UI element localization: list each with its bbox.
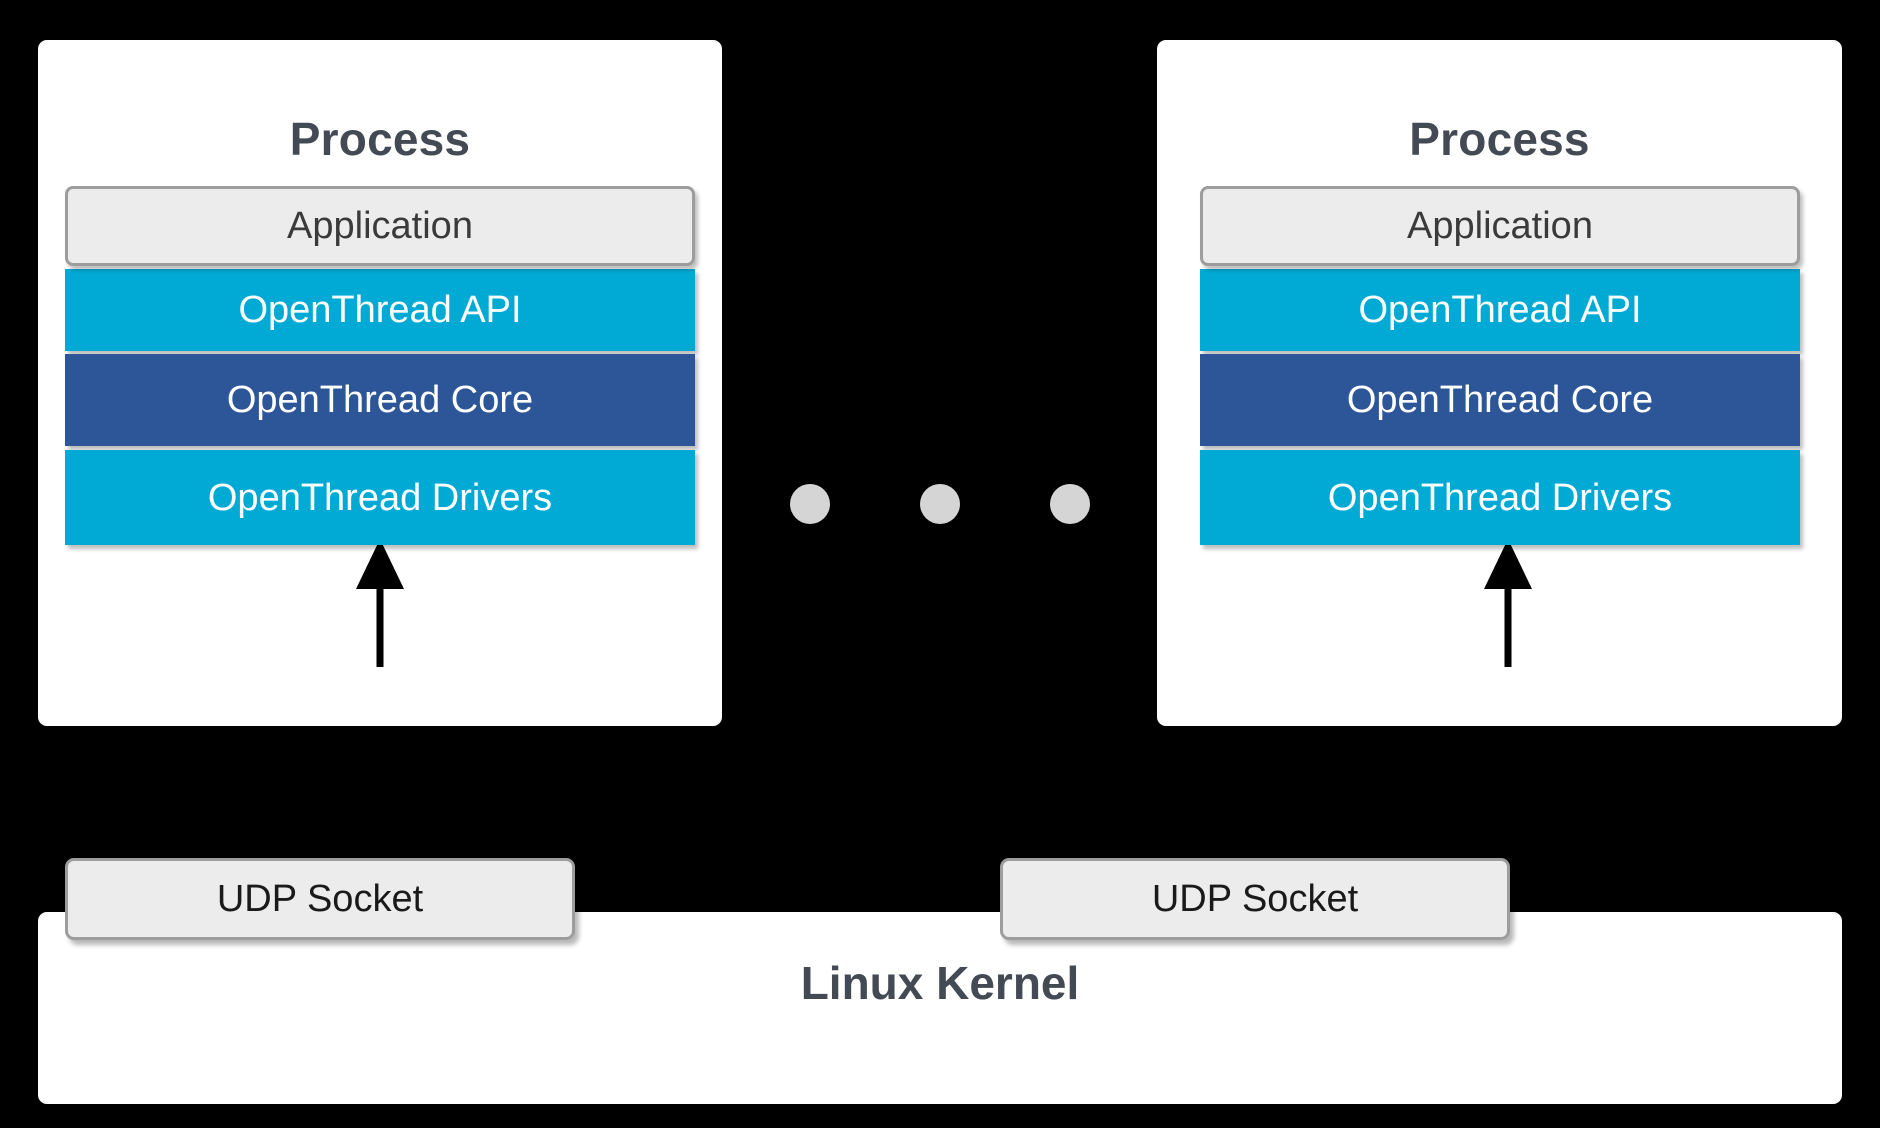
ellipsis-dot: [1050, 484, 1090, 524]
layer-openthread-core-right: OpenThread Core: [1200, 354, 1800, 446]
layer-stack-right: Application OpenThread API OpenThread Co…: [1200, 186, 1800, 545]
arrow-up-icon: [356, 539, 404, 667]
layer-application-right: Application: [1200, 186, 1800, 266]
arrow-up-icon: [1484, 539, 1532, 667]
process-panel-left: Process Application OpenThread API OpenT…: [38, 40, 722, 726]
layer-openthread-drivers-right: OpenThread Drivers: [1200, 450, 1800, 545]
layer-openthread-core-left: OpenThread Core: [65, 354, 695, 446]
layer-openthread-drivers-left: OpenThread Drivers: [65, 450, 695, 545]
ellipsis-dot: [920, 484, 960, 524]
kernel-title: Linux Kernel: [800, 957, 1080, 1009]
process-panel-right: Process Application OpenThread API OpenT…: [1157, 40, 1842, 726]
process-title-left: Process: [289, 113, 471, 165]
layer-openthread-api-left: OpenThread API: [65, 269, 695, 351]
process-title-right: Process: [1409, 113, 1590, 165]
ellipsis-dots-icon: [790, 483, 1090, 525]
kernel-panel: Linux Kernel UDP Socket UDP Socket: [38, 858, 1842, 1104]
layer-application-left: Application: [65, 186, 695, 266]
ellipsis-dot: [790, 484, 830, 524]
udp-socket-right: UDP Socket: [1000, 858, 1510, 940]
layer-openthread-api-right: OpenThread API: [1200, 269, 1800, 351]
layer-stack-left: Application OpenThread API OpenThread Co…: [65, 186, 695, 545]
udp-socket-left: UDP Socket: [65, 858, 575, 940]
